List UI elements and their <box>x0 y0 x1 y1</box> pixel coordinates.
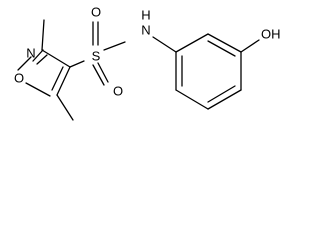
bond-c4-s <box>69 60 85 68</box>
atom-isoxazole-n: N <box>26 45 35 60</box>
bond-ph-1 <box>175 33 209 53</box>
bond-ph-4 <box>207 89 242 110</box>
atom-sulfur: S <box>92 48 101 63</box>
bond-c3-n-inner <box>36 54 48 65</box>
structure-diagram: N O S O O H N OH <box>14 4 281 121</box>
atom-amide-h: H <box>141 7 150 22</box>
bond-n-o <box>17 56 32 71</box>
bond-s-o-bottom-a <box>92 64 105 86</box>
bond-c-oh <box>240 39 260 53</box>
bond-ph-inner-1 <box>207 40 236 57</box>
atom-isoxazole-o: O <box>14 70 24 85</box>
bond-s-o-bottom-b <box>97 62 109 83</box>
bond-c3-n <box>32 49 44 62</box>
bond-o-c5 <box>25 82 51 97</box>
bond-c3-methyl <box>41 19 45 51</box>
bond-c5-c4-inner <box>51 66 64 91</box>
bond-ph-2 <box>207 33 242 53</box>
bond-s-n <box>103 41 126 51</box>
bond-ph-5 <box>175 89 209 110</box>
atom-sulfonyl-o-top: O <box>91 4 101 19</box>
atom-amide-n: N <box>141 22 150 37</box>
bond-c4-c3 <box>41 49 71 68</box>
bond-n-phenyl <box>152 36 177 53</box>
bond-c5-c4 <box>56 66 71 96</box>
atom-hydroxyl: OH <box>261 26 281 41</box>
atom-sulfonyl-o-bottom: O <box>113 83 123 98</box>
bond-ph-inner-2 <box>207 85 236 103</box>
bond-c5-methyl <box>56 94 74 121</box>
